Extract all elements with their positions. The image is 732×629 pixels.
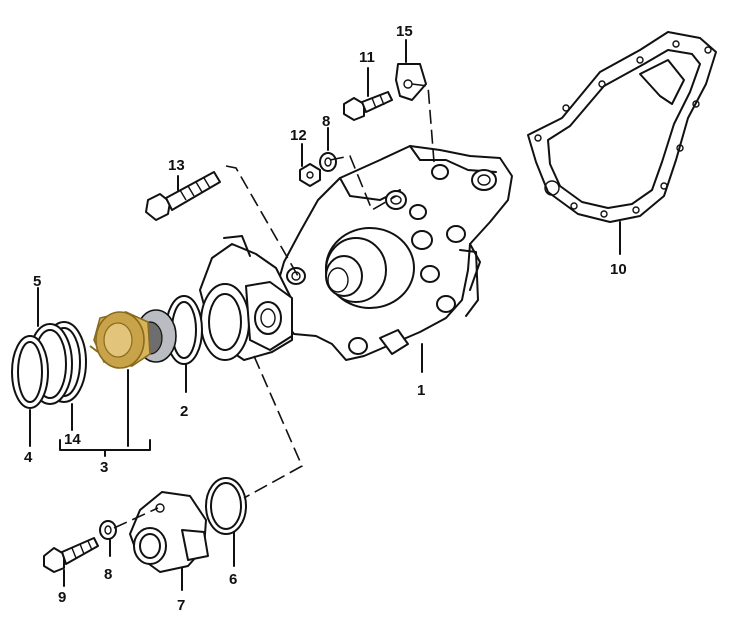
part-labels: 1 2 3 4 5 6 7 8 8 9 10 11 12 13 14 15 (24, 23, 627, 614)
label-11: 11 (359, 49, 375, 66)
label-5: 5 (33, 273, 41, 290)
part-13-bolt (145, 171, 221, 221)
part-3-thermostat (89, 309, 177, 447)
part-8-washer-lower (99, 520, 117, 557)
label-14: 14 (64, 431, 81, 448)
label-1: 1 (417, 382, 425, 399)
label-4: 4 (24, 449, 33, 466)
label-8-upper: 8 (322, 113, 330, 130)
part-6-o-ring (205, 477, 247, 567)
part-15-bracket (395, 39, 427, 101)
label-6: 6 (229, 571, 237, 588)
dashed-assembly-lines (113, 83, 435, 529)
part-5-14-sealing-rings (27, 287, 87, 431)
part-1-pump-housing (199, 145, 513, 373)
part-9-bolt (43, 537, 99, 587)
label-2: 2 (180, 403, 188, 420)
label-9: 9 (58, 589, 66, 606)
label-13: 13 (168, 157, 185, 174)
label-15: 15 (396, 23, 413, 40)
label-7: 7 (177, 597, 185, 614)
part-11-bolt (343, 67, 393, 121)
part-7-cover (129, 491, 209, 591)
label-3: 3 (100, 459, 108, 476)
part-4-ring (11, 335, 49, 447)
label-10: 10 (610, 261, 627, 278)
label-8-lower: 8 (104, 566, 112, 583)
part-12-nut (299, 143, 321, 187)
label-12: 12 (290, 127, 307, 144)
part-10-gasket (527, 31, 717, 255)
part-8-washer-upper (319, 127, 337, 172)
